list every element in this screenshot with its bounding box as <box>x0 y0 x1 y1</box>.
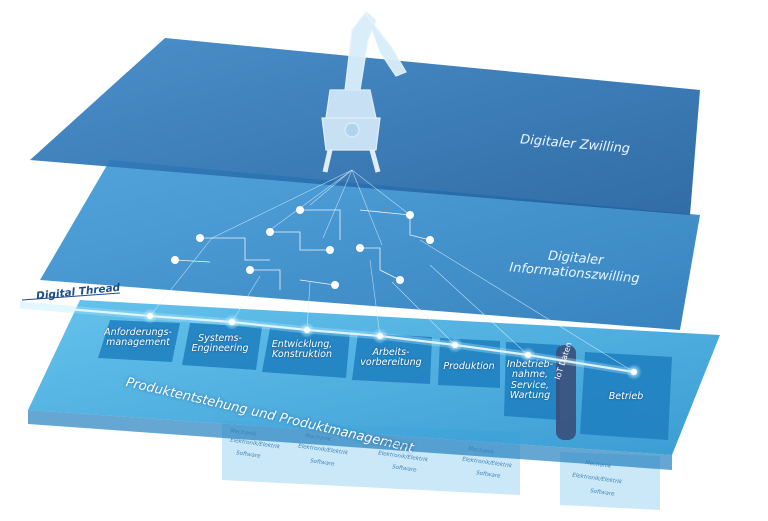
iot-pillar <box>556 345 576 440</box>
step-anforderungsmanagement: Anforderungs- management <box>104 327 172 349</box>
robot-arm <box>321 11 407 173</box>
step-systems-engineering: Systems- Engineering <box>191 333 249 355</box>
step-betrieb: Betrieb <box>608 391 644 402</box>
middle-layer-plane <box>40 160 700 330</box>
thread-nodes <box>142 308 642 380</box>
step-produktion: Produktion <box>443 361 495 372</box>
step-inbetriebnahme: Inbetrieb- nahme, Service, Wartung <box>506 359 554 401</box>
process-blocks <box>98 320 672 440</box>
information-network <box>174 209 431 290</box>
digital-thread <box>19 292 635 376</box>
connection-lines <box>149 169 635 373</box>
bottom-layer-front-face <box>28 410 672 470</box>
step-arbeitsvorbereitung: Arbeits- vorbereitung <box>360 347 422 369</box>
network-nodes <box>171 206 434 289</box>
step-entwicklung-konstruktion: Entwicklung, Konstruktion <box>271 339 333 361</box>
